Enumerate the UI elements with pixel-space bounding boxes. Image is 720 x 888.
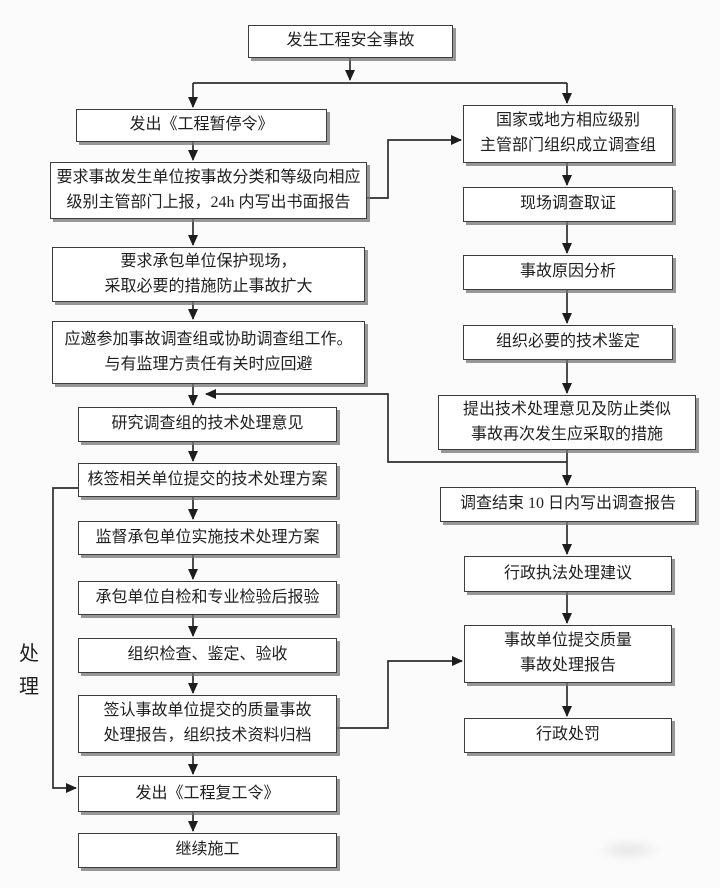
node-report-to-authority-24h: 要求事故发生单位按事故分类和等级向相应 级别主管部门上报，24h 内写出书面报告 bbox=[50, 162, 367, 219]
node-law-enforcement-suggestion: 行政执法处理建议 bbox=[464, 556, 672, 592]
node-continue-construction: 继续施工 bbox=[78, 833, 337, 868]
node-issue-suspension-order: 发出《工程暂停令》 bbox=[76, 109, 327, 142]
node-submit-quality-accident-report: 事故单位提交质量 事故处理报告 bbox=[464, 625, 672, 683]
node-organize-inspection-acceptance: 组织检查、鉴定、验收 bbox=[78, 638, 337, 673]
node-supervise-plan-implementation: 监督承包单位实施技术处理方案 bbox=[78, 521, 337, 555]
node-issue-resume-order: 发出《工程复工令》 bbox=[78, 776, 337, 812]
node-contractor-self-inspection: 承包单位自检和专业检验后报验 bbox=[78, 581, 337, 615]
node-join-or-assist-investigation: 应邀参加事故调查组或协助调查组工作。 与有监理方责任有关时应回避 bbox=[52, 321, 365, 384]
node-authority-form-investigation-team: 国家或地方相应级别 主管部门组织成立调查组 bbox=[463, 105, 673, 163]
node-study-technical-opinions: 研究调查组的技术处理意见 bbox=[78, 407, 337, 442]
node-countersign-technical-plan: 核签相关单位提交的技术处理方案 bbox=[78, 463, 337, 497]
node-accident-occurred: 发生工程安全事故 bbox=[248, 25, 453, 58]
watermark-smudge bbox=[596, 838, 662, 862]
node-accident-cause-analysis: 事故原因分析 bbox=[463, 255, 673, 290]
label-handling-phase: 处理 bbox=[19, 643, 39, 698]
node-necessary-technical-appraisal: 组织必要的技术鉴定 bbox=[463, 325, 673, 360]
node-site-evidence-collection: 现场调查取证 bbox=[463, 187, 673, 222]
node-propose-treatment-and-prevention: 提出技术处理意见及防止类似 事故再次发生应采取的措施 bbox=[438, 395, 696, 450]
node-administrative-penalty: 行政处罚 bbox=[464, 718, 672, 753]
node-investigation-report-10-days: 调查结束 10 日内写出调查报告 bbox=[440, 487, 696, 522]
node-sign-report-archive-data: 签认事故单位提交的质量事故 处理报告，组织技术资料归档 bbox=[78, 695, 337, 753]
node-protect-site-prevent-expansion: 要求承包单位保护现场， 采取必要的措施防止事故扩大 bbox=[52, 247, 365, 302]
